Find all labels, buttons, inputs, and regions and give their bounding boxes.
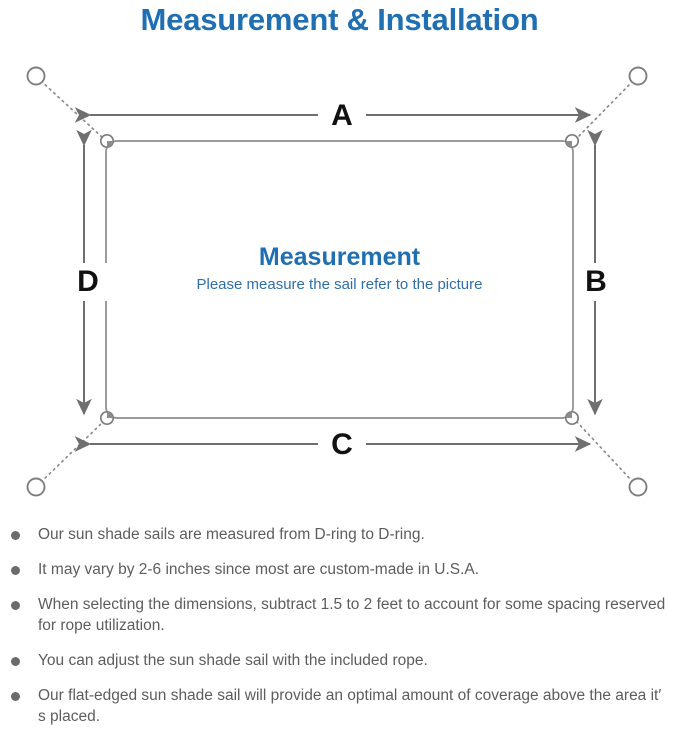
note-text: Our flat-edged sun shade sail will provi… [38, 687, 662, 725]
anchor-top-left [26, 66, 46, 86]
sail-center-subtitle: Please measure the sail refer to the pic… [196, 276, 483, 293]
page-title: Measurement & Installation [140, 2, 539, 37]
dimension-label-d: D [68, 263, 108, 301]
rope-bottom-right [576, 421, 634, 483]
dimension-label-a: A [318, 98, 366, 134]
note-text: Our sun shade sails are measured from D-… [38, 526, 425, 543]
note-text: It may vary by 2-6 inches since most are… [38, 561, 480, 578]
anchor-top-right [628, 66, 648, 86]
bullet-icon [11, 692, 20, 701]
list-item: You can adjust the sun shade sail with t… [0, 650, 679, 671]
rope-lines [40, 80, 634, 483]
dimension-label-c: C [318, 427, 366, 463]
anchor-bottom-right [628, 477, 648, 497]
d-ring-wedges [107, 141, 572, 418]
bullet-icon [11, 566, 20, 575]
bullet-icon [11, 657, 20, 666]
wedge-br [566, 412, 572, 418]
wedge-tl [107, 141, 113, 147]
rope-top-left [40, 80, 104, 139]
list-item: Our flat-edged sun shade sail will provi… [0, 685, 679, 727]
list-item: It may vary by 2-6 inches since most are… [0, 559, 679, 580]
sail-center-title: Measurement [258, 243, 421, 271]
anchor-bottom-left [26, 477, 46, 497]
list-item: Our sun shade sails are measured from D-… [0, 524, 679, 545]
note-text: When selecting the dimensions, subtract … [38, 596, 666, 634]
wedge-tr [566, 141, 572, 147]
sun-shade-sail-measurement-diagram: A B C D Measurement Please measure the s… [0, 48, 679, 518]
diagram-svg [26, 66, 648, 497]
anchor-circles [26, 66, 648, 497]
rope-bottom-left [40, 421, 104, 483]
bullet-icon [11, 601, 20, 610]
list-item: When selecting the dimensions, subtract … [0, 594, 679, 636]
note-text: You can adjust the sun shade sail with t… [38, 652, 428, 669]
dimension-label-b: B [576, 263, 616, 301]
rope-top-right [576, 80, 634, 139]
bullet-icon [11, 531, 20, 540]
notes-list: Our sun shade sails are measured from D-… [0, 524, 679, 727]
wedge-bl [107, 412, 113, 418]
